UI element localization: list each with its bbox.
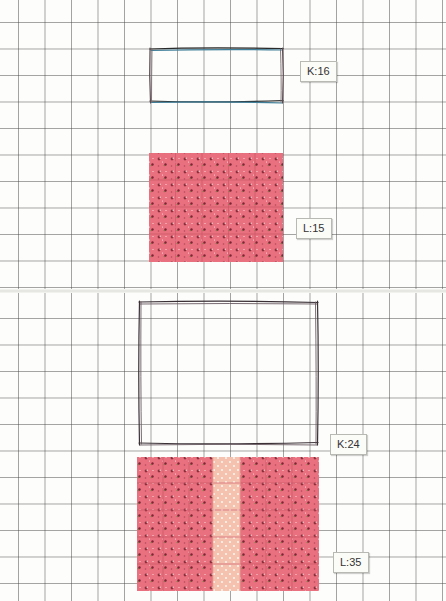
tag-text: L:35 — [340, 556, 362, 569]
label-tag: K:16 — [300, 61, 337, 82]
tag-text: L:15 — [303, 222, 325, 235]
tag-text: K:16 — [307, 65, 330, 78]
label-tag: L:15 — [296, 218, 332, 239]
label-tag: K:24 — [330, 434, 367, 455]
label-tag: L:35 — [333, 552, 369, 573]
tag-text: K:24 — [337, 438, 360, 451]
